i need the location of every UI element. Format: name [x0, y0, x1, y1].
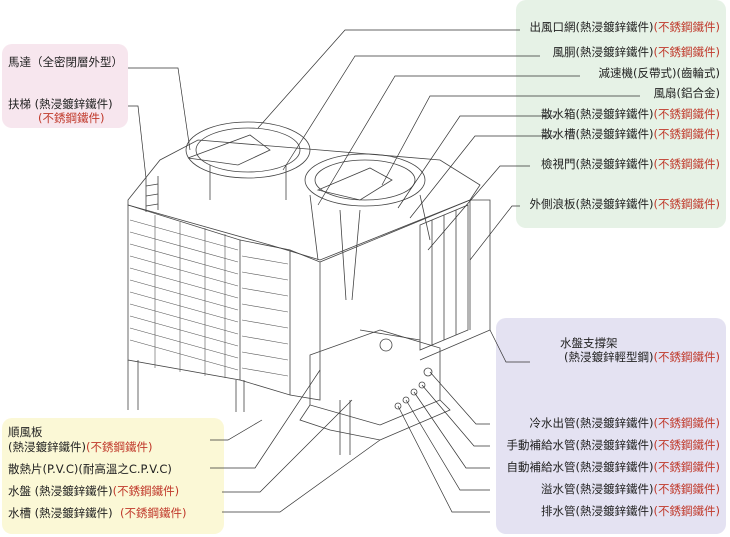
label-fan: 風扇(鋁合金): [653, 86, 720, 100]
label-motor: 馬達（全密閉層外型）: [8, 55, 123, 69]
label-louver: 順風板: [8, 425, 43, 439]
label-panel-top-right: [516, 0, 726, 228]
label-manual-makeup-pipe: 手動補給水管(熱浸鍍鋅鐵件)(不銹鋼鐵件): [506, 438, 720, 452]
label-auto-makeup-pipe: 自動補給水管(熱浸鍍鋅鐵件)(不銹鋼鐵件): [506, 460, 720, 474]
label-cold-water-outlet: 冷水出管(熱浸鍍鋅鐵件)(不銹鋼鐵件): [529, 416, 720, 430]
label-louver-material: (熱浸鍍鋅鐵件)(不銹鋼鐵件): [8, 440, 153, 454]
label-inspection-door: 檢視門(熱浸鍍鋅鐵件)(不銹鋼鐵件): [541, 157, 720, 171]
label-basin-support-material: (熱浸鍍鋅輕型鋼)(不銹鋼鐵件): [564, 350, 720, 364]
leader-lines: [128, 29, 640, 513]
label-panel-bottom-right: [496, 318, 726, 534]
tower-frame: [127, 139, 491, 455]
label-ladder-alt: (不銹鋼鐵件): [38, 111, 105, 125]
label-drain-pipe: 排水管(熱浸鍍鋅鐵件)(不銹鋼鐵件): [541, 504, 720, 518]
label-outer-panel: 外側浪板(熱浸鍍鋅鐵件)(不銹鋼鐵件): [529, 197, 720, 211]
label-distribution-trough: 散水槽(熱浸鍍鋅鐵件)(不銹鋼鐵件): [541, 127, 720, 141]
label-overflow-pipe: 溢水管(熱浸鍍鋅鐵件)(不銹鋼鐵件): [541, 482, 720, 496]
label-ladder: 扶梯 (熱浸鍍鋅鐵件): [8, 97, 113, 111]
label-distribution-box: 散水箱(熱浸鍍鋅鐵件)(不銹鋼鐵件): [541, 107, 720, 121]
label-panel-top-left: [2, 44, 128, 128]
louver-slats: [129, 215, 289, 378]
label-tank: 水槽 (熱浸鍍鋅鐵件) (不銹鋼鐵件): [8, 506, 187, 520]
label-basin-support: 水盤支撐架: [560, 336, 618, 350]
label-basin: 水盤 (熱浸鍍鋅鐵件)(不銹鋼鐵件): [8, 484, 180, 498]
fan-assemblies: [185, 121, 431, 301]
label-reducer: 減速機(反帶式)(齒輪式): [598, 66, 720, 80]
label-panel-bottom-left: [2, 418, 224, 534]
label-fill: 散熱片(P.V.C)(耐高溫之C.P.V.C): [8, 462, 172, 476]
label-outlet-mesh: 出風口網(熱浸鍍鋅鐵件)(不銹鋼鐵件): [529, 20, 720, 34]
label-fan-stack: 風胴(熱浸鍍鋅鐵件)(不銹鋼鐵件): [552, 45, 720, 59]
